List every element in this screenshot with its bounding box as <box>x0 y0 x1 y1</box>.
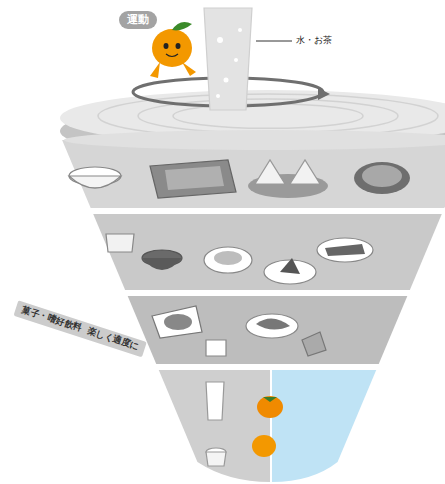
onigiri <box>255 160 285 184</box>
persimmon <box>257 396 283 418</box>
leader-line <box>256 41 292 42</box>
fish <box>256 318 290 329</box>
mascot-eye <box>164 43 169 49</box>
noodles <box>362 165 402 187</box>
bubble <box>217 37 223 43</box>
food-band <box>93 214 442 290</box>
noodle-plate <box>354 162 410 194</box>
arrow-head <box>318 88 330 100</box>
meat-dish <box>152 306 202 338</box>
water-glass <box>204 8 252 110</box>
soup-bowl <box>142 258 182 270</box>
milk-band <box>159 370 270 482</box>
vegetable <box>325 244 365 256</box>
milk-glass <box>206 382 224 420</box>
small-dish <box>106 234 134 252</box>
food-band <box>128 296 408 364</box>
band-rim <box>64 130 445 150</box>
snack-ribbon: 菓子・嗜好飲料楽しく適度に <box>14 300 147 357</box>
meat <box>164 314 192 330</box>
onigiri <box>290 160 320 184</box>
disk-ring <box>173 104 363 129</box>
bread-plate <box>150 160 236 198</box>
fruit-band <box>272 370 376 482</box>
salad <box>214 251 242 265</box>
rice-bowl <box>69 176 121 188</box>
mascot-eye <box>176 43 181 49</box>
mascot-mouth <box>166 54 178 57</box>
egg-dish <box>206 340 226 356</box>
mascot-body <box>152 29 192 67</box>
fish-plate <box>246 314 298 338</box>
exercise-bubble: 運動 <box>119 11 157 29</box>
salad-plate <box>204 247 252 273</box>
ribbon-text: 楽しく適度に <box>86 325 141 353</box>
food-band <box>62 140 445 208</box>
tofu <box>302 332 326 356</box>
mascot-leg <box>150 62 160 78</box>
bread <box>165 166 224 190</box>
mascot-leaf <box>172 22 192 30</box>
ribbon-text: 菓子・嗜好飲料 <box>20 304 84 335</box>
yogurt <box>206 452 226 466</box>
mascot-leg <box>182 62 196 76</box>
water-label: 水・お茶 <box>296 34 332 47</box>
persimmon-leaf <box>263 397 277 402</box>
bubble <box>234 58 238 62</box>
orange-fruit <box>252 435 276 457</box>
bubble <box>224 78 229 83</box>
bubble-text: 運動 <box>127 13 149 27</box>
bubble <box>216 94 220 98</box>
dish-plate <box>317 238 373 262</box>
bubble <box>238 28 242 32</box>
vegetable <box>280 258 300 274</box>
